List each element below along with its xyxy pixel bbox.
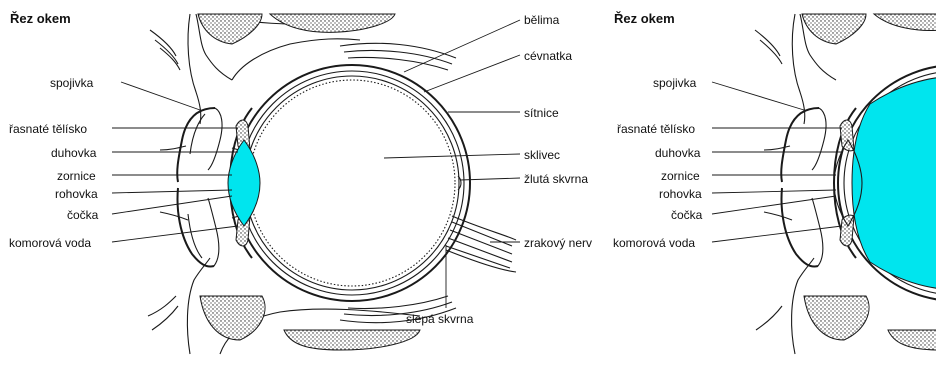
right-eyelids — [764, 108, 826, 267]
label-cevnatka: cévnatka — [524, 49, 572, 63]
label-spojivka: spojivka — [50, 76, 94, 90]
label-zluta-skvrna: žlutá skvrna — [524, 172, 588, 186]
label-duhovka: duhovka — [51, 146, 97, 160]
left-diagram: Řez okem — [9, 11, 592, 354]
label-komorova-voda: komorová voda — [9, 236, 91, 250]
label-rohovka: rohovka — [55, 187, 98, 201]
left-orbit-bones — [148, 14, 420, 354]
right-label-duhovka: duhovka — [655, 146, 701, 160]
label-belima: bělima — [524, 13, 560, 27]
label-cocka: čočka — [67, 208, 99, 222]
label-slepa-skvrna: slepá skvrna — [406, 312, 474, 326]
label-zrakovy-nerv: zrakový nerv — [524, 236, 592, 250]
right-label-zornice: zornice — [661, 169, 700, 183]
left-title: Řez okem — [10, 11, 71, 26]
right-label-cocka: čočka — [671, 208, 703, 222]
right-eyeball — [834, 65, 936, 301]
right-label-komorova-voda: komorová voda — [613, 236, 695, 250]
label-sklivec: sklivec — [524, 148, 560, 162]
right-label-spojivka: spojivka — [653, 76, 697, 90]
right-label-rasnate-telisko: řasnaté tělísko — [617, 122, 695, 136]
right-title: Řez okem — [614, 11, 675, 26]
left-leader-lines — [112, 20, 520, 308]
label-zornice: zornice — [57, 169, 96, 183]
label-rasnate-telisko: řasnaté tělísko — [9, 122, 87, 136]
right-leader-lines — [712, 82, 842, 242]
right-diagram: Řez okem — [613, 11, 936, 354]
left-eyeball — [230, 65, 516, 301]
left-eye-muscles — [340, 43, 456, 322]
right-label-rohovka: rohovka — [659, 187, 702, 201]
label-sitnice: sítnice — [524, 106, 559, 120]
left-eyelids — [160, 108, 222, 267]
